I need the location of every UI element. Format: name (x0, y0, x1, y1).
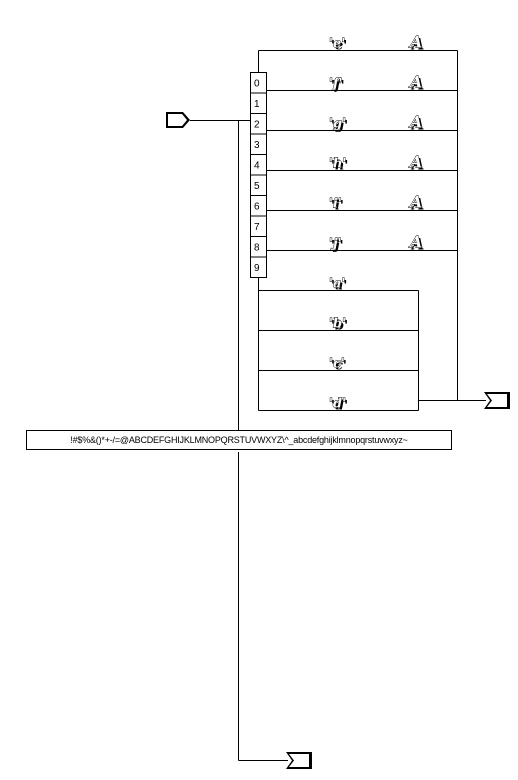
svg-text:A: A (410, 235, 424, 254)
svg-text:'j': 'j' (329, 237, 342, 252)
svg-text:'c': 'c' (331, 359, 347, 374)
loop-char-label: 'b''b' (329, 316, 349, 334)
branch-target-label: AA (408, 32, 425, 54)
loop-char-label: 'c''c' (329, 356, 347, 374)
selector-index-0: 0 (254, 79, 260, 90)
svg-text:'d': 'd' (331, 399, 348, 414)
selector-index-7: 7 (254, 222, 260, 233)
svg-text:'a': 'a' (331, 279, 347, 294)
selector-index-6: 6 (254, 202, 260, 213)
svg-text:A: A (408, 153, 422, 172)
branch-target-label: AA (408, 232, 425, 254)
svg-text:'b': 'b' (329, 317, 346, 332)
svg-text:'h': 'h' (329, 157, 346, 172)
svg-text:'i': 'i' (329, 197, 342, 212)
svg-text:'h': 'h' (331, 159, 348, 174)
selector-index-5: 5 (254, 181, 260, 192)
output-port-icon[interactable] (484, 392, 510, 409)
charset-label: !#$%&()*+-/=@ABCDEFGHIJKLMNOPQRSTUVWXYZ\… (26, 430, 452, 450)
selector-index-3: 3 (254, 140, 260, 151)
svg-text:'e': 'e' (329, 37, 345, 52)
loop-char-label: 'd''d' (329, 396, 349, 414)
branch-target-label: AA (408, 152, 425, 174)
svg-text:A: A (410, 75, 424, 94)
branch-target-label: AA (408, 112, 425, 134)
bottom-output-port-icon[interactable] (286, 752, 312, 769)
svg-text:A: A (410, 195, 424, 214)
svg-text:A: A (408, 73, 422, 92)
input-port-icon[interactable] (166, 112, 190, 128)
svg-text:A: A (408, 33, 422, 52)
svg-text:'f': 'f' (331, 79, 345, 94)
svg-text:A: A (410, 155, 424, 174)
branch-char-label: 'f''f' (329, 76, 345, 94)
svg-text:'d': 'd' (329, 397, 346, 412)
selector-index-1: 1 (254, 99, 260, 110)
svg-text:'c': 'c' (329, 357, 345, 372)
selector-index-9: 9 (254, 263, 260, 274)
svg-text:'i': 'i' (331, 199, 344, 214)
svg-text:A: A (408, 113, 422, 132)
svg-text:'j': 'j' (331, 239, 344, 254)
loop-char-label: 'a''a' (329, 276, 348, 294)
svg-text:'f': 'f' (329, 77, 343, 92)
branch-target-label: AA (408, 192, 425, 214)
branch-char-label: 'h''h' (329, 156, 349, 174)
branch-target-label: AA (408, 72, 425, 94)
selector-index-4: 4 (254, 161, 260, 172)
svg-text:'b': 'b' (331, 319, 348, 334)
svg-text:A: A (408, 193, 422, 212)
svg-text:'g': 'g' (329, 117, 346, 132)
svg-text:'a': 'a' (329, 277, 345, 292)
svg-text:'e': 'e' (331, 39, 347, 54)
branch-char-label: 'i''i' (329, 196, 344, 214)
selector-index-8: 8 (254, 243, 260, 254)
branch-char-label: 'e''e' (329, 36, 348, 54)
branch-char-label: 'g''g' (329, 116, 349, 134)
svg-text:A: A (410, 115, 424, 134)
svg-text:A: A (410, 35, 424, 54)
selector-box[interactable]: 0 1 2 3 4 5 6 7 8 9 (250, 72, 267, 278)
svg-text:'g': 'g' (331, 119, 348, 134)
selector-index-2: 2 (254, 120, 260, 131)
branch-char-label: 'j''j' (329, 236, 344, 254)
svg-text:A: A (408, 233, 422, 252)
